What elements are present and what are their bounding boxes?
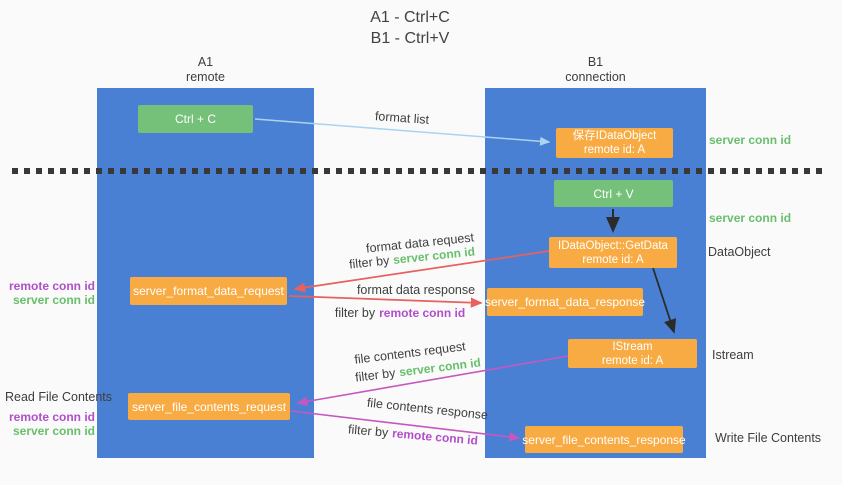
label-istream: Istream: [712, 348, 754, 362]
node-istream-line1: IStream: [612, 340, 653, 353]
filter-by-text: filter by: [354, 365, 397, 385]
node-ctrl-c-label: Ctrl + C: [174, 112, 216, 126]
label-format-data-response-text: format data response: [356, 283, 476, 297]
node-file-request-label: server_file_contents_request: [131, 399, 287, 414]
remote-conn-id-text: remote conn id: [391, 426, 479, 448]
diagram-title: A1 - Ctrl+C B1 - Ctrl+V: [0, 7, 820, 49]
column-b1-name: B1: [587, 55, 604, 69]
label-format-data-response: format data response: [356, 283, 476, 297]
label-read-file-contents: Read File Contents: [5, 390, 113, 404]
column-a1-role: remote: [186, 70, 225, 84]
node-server-format-data-response: server_format_data_response: [484, 288, 646, 316]
node-format-response-label: server_format_data_response: [484, 295, 646, 309]
node-getdata-line2: remote id: A: [582, 253, 644, 266]
label-filter-by-remote-conn-id-2: filter by remote conn id: [343, 422, 484, 448]
node-idataobject-getdata: IDataObject::GetData remote id: A: [549, 237, 677, 268]
machine-boundary-dotted-line: [12, 168, 824, 174]
conn-id-stack-file: remote conn id server conn id: [0, 410, 95, 438]
node-save-idataobject: 保存IDataObject remote id: A: [556, 128, 673, 158]
node-file-response-label: server_file_contents_response: [522, 432, 686, 447]
label-file-contents-response: file contents response: [365, 396, 491, 423]
label-server-conn-id-left-2: server conn id: [12, 424, 95, 438]
node-server-format-data-request: server_format_data_request: [130, 277, 287, 305]
filter-by-text: filter by: [347, 422, 389, 440]
remote-conn-id-text: remote conn id: [379, 306, 466, 320]
node-server-file-contents-request: server_file_contents_request: [128, 393, 290, 420]
label-dataobject: DataObject: [708, 245, 771, 259]
filter-by-text: filter by: [348, 253, 390, 272]
label-server-conn-id-mid-right: server conn id: [709, 211, 792, 225]
node-ctrl-v-label: Ctrl + V: [593, 186, 634, 201]
label-server-conn-id-left-1: server conn id: [12, 293, 95, 307]
node-format-request-label: server_format_data_request: [133, 284, 284, 298]
title-line-2: B1 - Ctrl+V: [370, 30, 450, 47]
node-istream: IStream remote id: A: [568, 339, 697, 368]
filter-by-text: filter by: [334, 306, 376, 320]
label-remote-conn-id-left-1: remote conn id: [8, 279, 95, 293]
label-format-list: format list: [352, 108, 453, 129]
node-getdata-line1: IDataObject::GetData: [558, 239, 668, 252]
node-save-idataobject-line1: 保存IDataObject: [572, 130, 657, 142]
node-ctrl-v: Ctrl + V: [554, 180, 673, 207]
arrow-format-data-response: [288, 295, 483, 308]
title-line-1: A1 - Ctrl+C: [370, 9, 450, 26]
label-remote-conn-id-left-2: remote conn id: [8, 410, 95, 424]
label-format-list-text: format list: [374, 109, 430, 127]
label-server-conn-id-top-right: server conn id: [709, 133, 792, 147]
label-file-contents-response-text: file contents response: [366, 395, 489, 423]
column-header-b1: B1 connection: [485, 55, 706, 85]
label-write-file-contents: Write File Contents: [715, 431, 822, 445]
node-istream-line2: remote id: A: [601, 354, 664, 367]
conn-id-stack-format: remote conn id server conn id: [0, 279, 95, 307]
column-a1-name: A1: [197, 55, 214, 69]
label-filter-by-remote-conn-id-1: filter by remote conn id: [330, 306, 470, 320]
node-server-file-contents-response: server_file_contents_response: [522, 426, 686, 453]
node-save-idataobject-line2: remote id: A: [583, 144, 646, 156]
column-b1-role: connection: [565, 70, 626, 84]
node-ctrl-c: Ctrl + C: [138, 105, 253, 133]
column-header-a1: A1 remote: [97, 55, 314, 85]
